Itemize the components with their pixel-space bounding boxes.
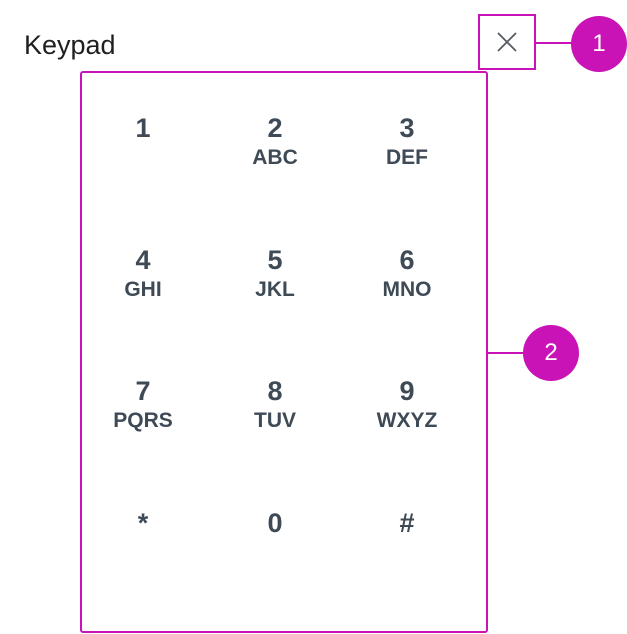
key-digit: 6 [399,245,415,275]
key-8[interactable]: 8 TUV [220,376,330,460]
key-digit: 8 [267,376,283,406]
key-digit: 3 [399,113,415,143]
key-digit: * [137,508,149,538]
key-letters: PQRS [113,409,173,432]
close-button[interactable] [478,14,536,70]
key-letters: GHI [124,278,162,301]
key-digit: # [399,508,415,538]
key-letters: TUV [254,409,296,432]
key-4[interactable]: 4 GHI [88,245,198,329]
key-letters: MNO [382,278,432,301]
key-9[interactable]: 9 WXYZ [352,376,462,460]
callout-line-2 [488,352,524,354]
key-2[interactable]: 2 ABC [220,113,330,197]
page-title: Keypad [24,30,116,60]
key-digit: 0 [267,508,283,538]
callout-badge-1: 1 [571,16,627,72]
key-digit: 2 [267,113,283,143]
callout-line-1 [536,42,572,44]
callout-badge-2: 2 [523,325,579,381]
key-letters: DEF [386,146,428,169]
key-letters: WXYZ [376,409,438,432]
key-digit: 7 [135,376,151,406]
key-6[interactable]: 6 MNO [352,245,462,329]
key-3[interactable]: 3 DEF [352,113,462,197]
key-1[interactable]: 1 [88,113,198,197]
key-digit: 4 [135,245,151,275]
key-star[interactable]: * [88,508,198,592]
key-digit: 9 [399,376,415,406]
key-letters: ABC [252,146,298,169]
close-icon [497,32,517,52]
key-digit: 5 [267,245,283,275]
key-0[interactable]: 0 [220,508,330,592]
key-letters: JKL [255,278,295,301]
key-digit: 1 [135,113,151,143]
key-hash[interactable]: # [352,508,462,592]
key-7[interactable]: 7 PQRS [88,376,198,460]
key-5[interactable]: 5 JKL [220,245,330,329]
keypad-panel: 1 2 ABC 3 DEF 4 GHI 5 JKL 6 MNO 7 PQRS 8… [80,71,488,633]
